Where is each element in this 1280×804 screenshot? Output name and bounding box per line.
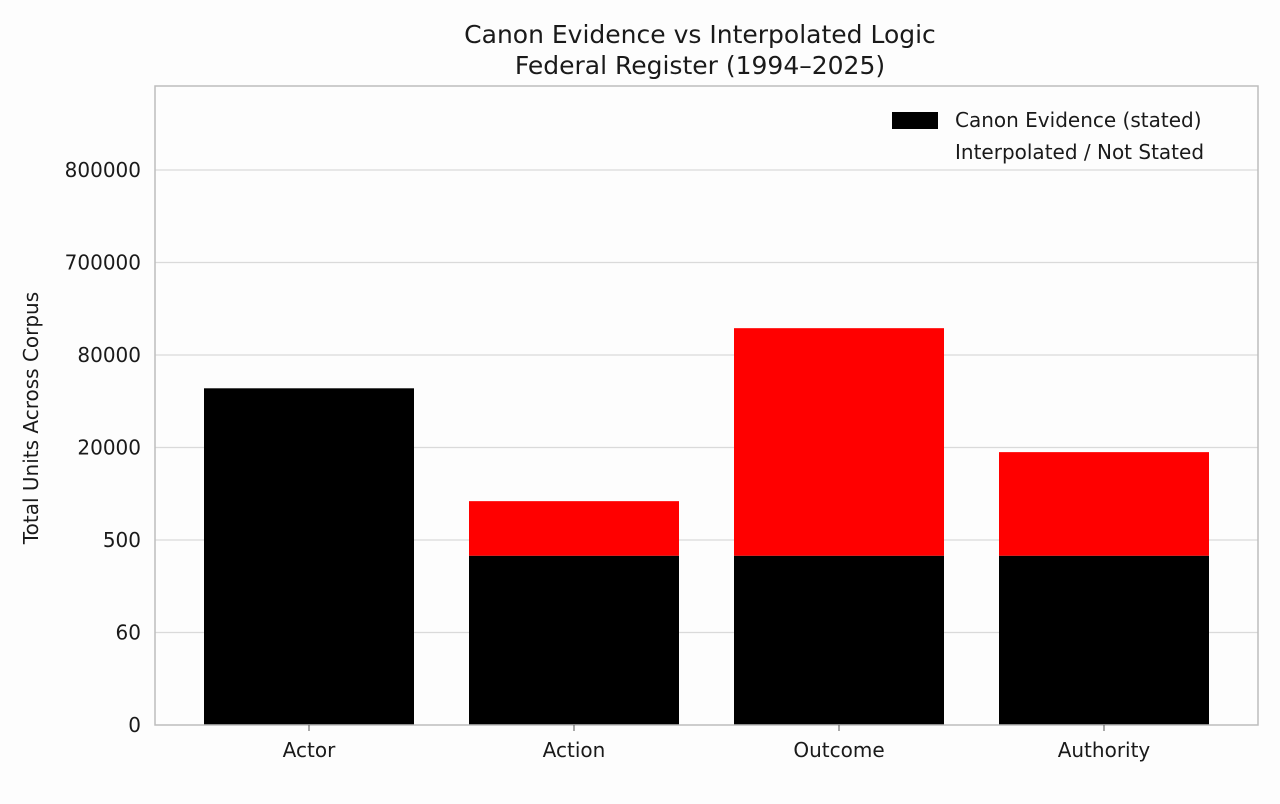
legend-label-canon: Canon Evidence (stated) xyxy=(955,108,1202,132)
chart-subtitle: Federal Register (1994–2025) xyxy=(515,51,885,80)
y-axis-label: Total Units Across Corpus xyxy=(19,292,43,545)
x-tick-label: Outcome xyxy=(793,738,884,762)
x-axis-ticks: Actor Action Outcome Authority xyxy=(283,725,1151,762)
bars xyxy=(204,328,1209,725)
bar-actor-canon xyxy=(204,388,414,725)
x-tick-label: Authority xyxy=(1058,738,1151,762)
bar-outcome-canon xyxy=(734,555,944,725)
y-tick-label: 80000 xyxy=(77,343,141,367)
bar-action-interpolated xyxy=(469,501,679,556)
plot-border xyxy=(154,85,1259,726)
bar-action-canon xyxy=(469,555,679,725)
x-tick-label: Action xyxy=(543,738,606,762)
y-tick-label: 500 xyxy=(103,528,141,552)
y-tick-label: 800000 xyxy=(65,158,141,182)
plot-frame xyxy=(154,85,1259,726)
legend: Canon Evidence (stated) Interpolated / N… xyxy=(892,108,1204,164)
chart-title: Canon Evidence vs Interpolated Logic xyxy=(464,20,936,49)
bar-outcome-interpolated xyxy=(734,328,944,556)
legend-label-interpolated: Interpolated / Not Stated xyxy=(955,140,1204,164)
y-tick-label: 20000 xyxy=(77,436,141,460)
y-tick-label: 0 xyxy=(128,713,141,737)
bar-authority-interpolated xyxy=(999,452,1209,556)
bar-authority-canon xyxy=(999,555,1209,725)
y-axis-ticks: 0 60 500 20000 80000 700000 800000 xyxy=(65,158,141,737)
y-tick-label: 60 xyxy=(116,621,141,645)
legend-swatch-canon xyxy=(892,112,938,129)
x-tick-label: Actor xyxy=(283,738,336,762)
y-tick-label: 700000 xyxy=(65,251,141,275)
